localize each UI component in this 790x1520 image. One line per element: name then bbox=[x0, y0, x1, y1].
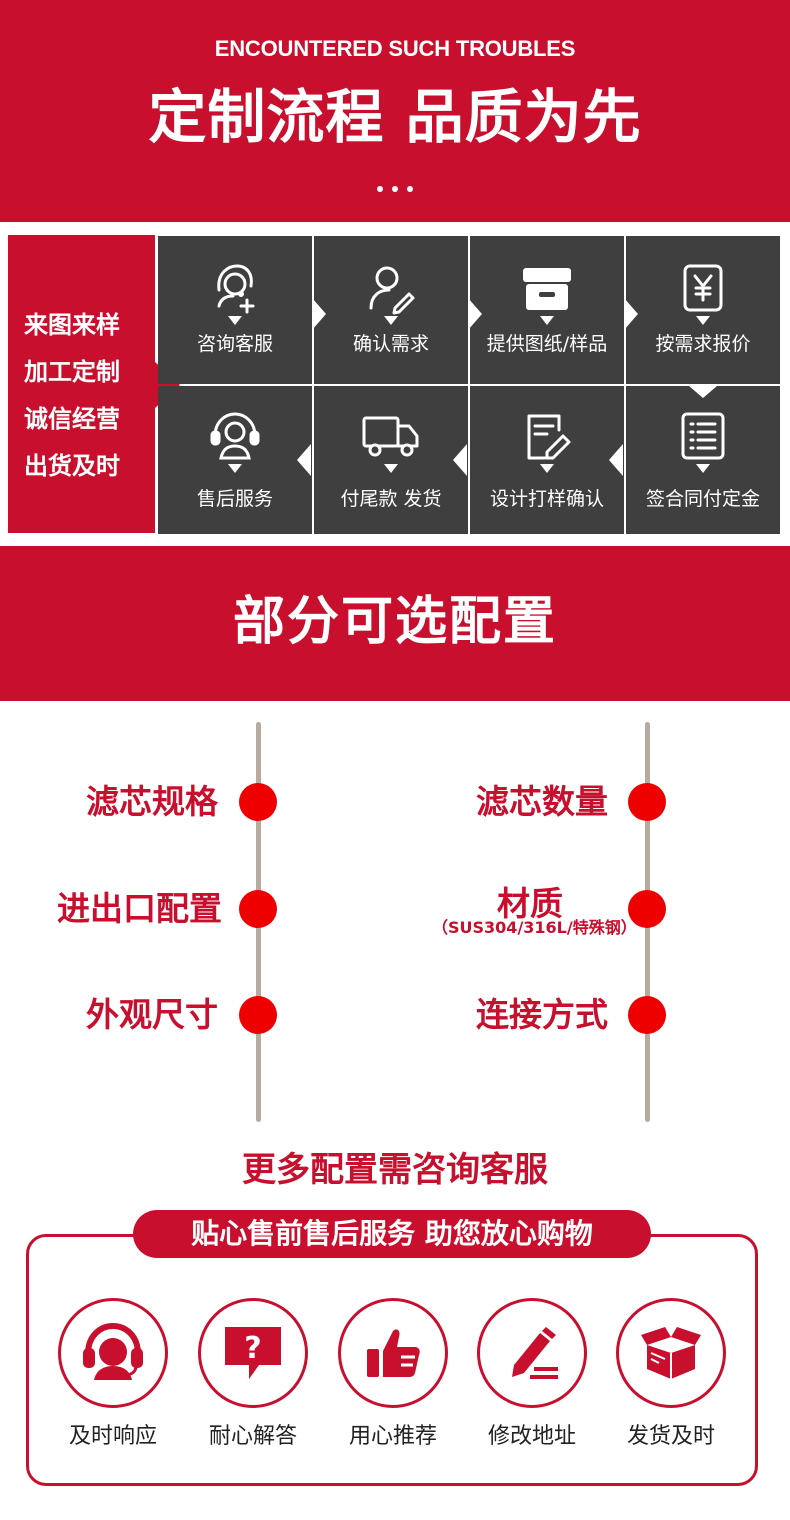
step-label: 咨询客服 bbox=[196, 333, 273, 355]
timeline-dot bbox=[239, 890, 277, 928]
step-label: 售后服务 bbox=[196, 488, 273, 510]
service-item-recommend: 用心推荐 bbox=[337, 1298, 449, 1452]
service-label: 发货及时 bbox=[626, 1424, 715, 1449]
yuan-tag-icon bbox=[683, 264, 723, 312]
timeline-dot bbox=[628, 890, 666, 928]
timeline-dot bbox=[628, 783, 666, 821]
side-line: 加工定制 bbox=[24, 358, 120, 386]
more-config-note: 更多配置需咨询客服 bbox=[242, 1150, 548, 1190]
step-label: 签合同付定金 bbox=[645, 488, 760, 510]
service-item-address: 修改地址 bbox=[476, 1298, 588, 1452]
step-label: 付尾款 发货 bbox=[340, 488, 442, 510]
process-step-confirm: 确认需求 bbox=[314, 236, 468, 384]
option-inlet-outlet: 进出口配置 bbox=[57, 889, 222, 928]
service-item-shipping: 发货及时 bbox=[615, 1298, 727, 1452]
contract-list-icon bbox=[681, 412, 725, 460]
service-label: 耐心解答 bbox=[208, 1424, 297, 1449]
process-step-consult: 咨询客服 bbox=[158, 236, 312, 384]
option-connection: 连接方式 bbox=[476, 995, 608, 1034]
service-label: 用心推荐 bbox=[348, 1424, 437, 1449]
flow-arrow-down bbox=[689, 386, 717, 398]
design-check-icon bbox=[527, 414, 571, 460]
option-filter-spec: 滤芯规格 bbox=[86, 782, 218, 821]
option-material: 材质 bbox=[497, 884, 563, 923]
service-item-response: 及时响应 bbox=[57, 1298, 169, 1452]
config-banner: 部分可选配置 bbox=[0, 546, 790, 701]
timeline-dot bbox=[628, 996, 666, 1034]
process-step-quote: 按需求报价 bbox=[626, 236, 780, 384]
header-title: 定制流程 品质为先 bbox=[148, 83, 642, 151]
side-line: 来图来样 bbox=[24, 311, 120, 339]
side-line: 诚信经营 bbox=[24, 405, 120, 433]
flow-arrow-left bbox=[297, 444, 311, 476]
process-step-contract: 签合同付定金 bbox=[626, 386, 780, 534]
process-step-drawings: 提供图纸/样品 bbox=[470, 236, 624, 384]
customer-service-icon bbox=[217, 264, 255, 314]
box-icon bbox=[523, 268, 571, 310]
process-step-aftersale: 售后服务 bbox=[158, 386, 312, 534]
step-label: 设计打样确认 bbox=[489, 488, 604, 510]
process-side-panel: 来图来样 加工定制 诚信经营 出货及时 bbox=[8, 235, 155, 533]
process-step-design: 设计打样确认 bbox=[470, 386, 624, 534]
thumbs-up-icon bbox=[367, 1329, 420, 1377]
header-dots bbox=[0, 186, 790, 194]
service-banner: 贴心售前售后服务 助您放心购物 bbox=[133, 1210, 651, 1258]
service-item-answer: ? 耐心解答 bbox=[197, 1298, 309, 1452]
option-material-note: （SUS304/316L/特殊钢） bbox=[432, 918, 637, 937]
headset-icon bbox=[210, 412, 260, 460]
step-label: 提供图纸/样品 bbox=[486, 333, 608, 355]
flow-arrow-left bbox=[453, 444, 467, 476]
open-box-icon bbox=[641, 1327, 701, 1379]
user-edit-icon bbox=[369, 266, 415, 315]
question-bubble-icon: ? bbox=[225, 1327, 281, 1379]
headset-agent-icon bbox=[83, 1322, 143, 1380]
timeline-dot bbox=[239, 996, 277, 1034]
flow-arrow-right bbox=[468, 298, 482, 330]
step-label: 确认需求 bbox=[352, 333, 429, 355]
flow-arrow-left bbox=[609, 444, 623, 476]
option-dimensions: 外观尺寸 bbox=[86, 995, 218, 1034]
service-label: 修改地址 bbox=[487, 1424, 576, 1449]
flow-arrow-right bbox=[624, 298, 638, 330]
pencil-edit-icon bbox=[512, 1327, 558, 1379]
process-step-payment: 付尾款 发货 bbox=[314, 386, 468, 534]
option-filter-count: 滤芯数量 bbox=[476, 782, 608, 821]
header-subtitle: ENCOUNTERED SUCH TROUBLES bbox=[214, 36, 576, 61]
timeline-dot bbox=[239, 783, 277, 821]
step-label: 按需求报价 bbox=[655, 333, 751, 355]
config-title: 部分可选配置 bbox=[232, 592, 557, 652]
flow-arrow-right bbox=[312, 298, 326, 330]
side-line: 出货及时 bbox=[24, 452, 120, 480]
svg-text:?: ? bbox=[244, 1331, 261, 1366]
header-banner: ENCOUNTERED SUCH TROUBLES 定制流程 品质为先 bbox=[0, 0, 790, 222]
truck-icon bbox=[362, 416, 419, 457]
service-label: 及时响应 bbox=[68, 1424, 157, 1449]
